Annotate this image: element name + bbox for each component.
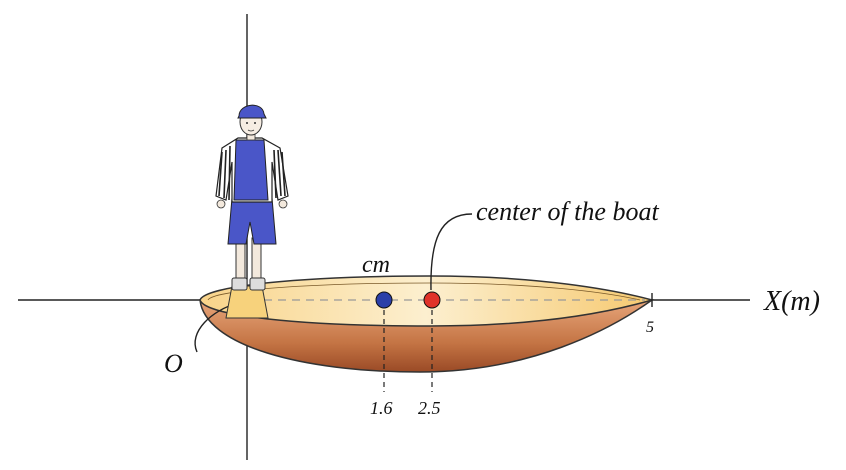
cm-label: cm xyxy=(362,252,390,278)
person-footprint xyxy=(225,285,269,319)
center-dot xyxy=(423,291,441,309)
x-axis-label: X(m) xyxy=(763,286,820,317)
person-icon xyxy=(215,104,289,319)
origin-label: O xyxy=(164,349,183,378)
center-of-boat-label: center of the boat xyxy=(476,197,659,226)
cm-dot xyxy=(375,291,393,309)
cm-tick-label: 1.6 xyxy=(370,398,393,418)
x5-tick-label: 5 xyxy=(646,319,654,336)
center-tick-label: 2.5 xyxy=(418,398,441,418)
boat-icon xyxy=(199,275,655,373)
center-callout-line xyxy=(430,213,473,291)
